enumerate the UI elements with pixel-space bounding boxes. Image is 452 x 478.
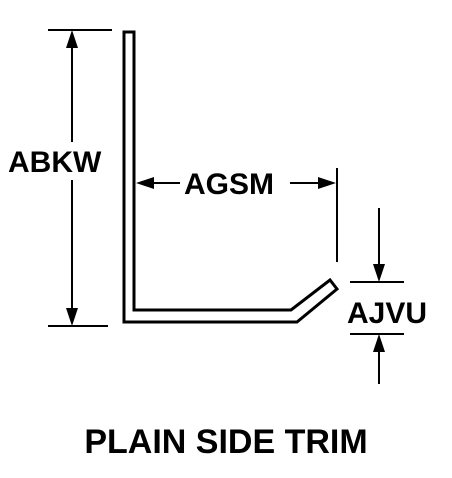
diagram-title: PLAIN SIDE TRIM <box>84 423 367 461</box>
agsm-label: AGSM <box>184 168 274 201</box>
ajvu-top-arrowhead <box>373 264 385 282</box>
abkw-label: ABKW <box>8 146 102 179</box>
ajvu-label: AJVU <box>347 297 427 330</box>
trim-profile-outline <box>122 30 340 324</box>
abkw-top-arrowhead <box>66 30 78 48</box>
agsm-left-arrowhead <box>136 177 154 189</box>
abkw-bottom-arrowhead <box>66 308 78 326</box>
ajvu-bottom-arrowhead <box>373 334 385 352</box>
agsm-right-arrowhead <box>318 177 336 189</box>
